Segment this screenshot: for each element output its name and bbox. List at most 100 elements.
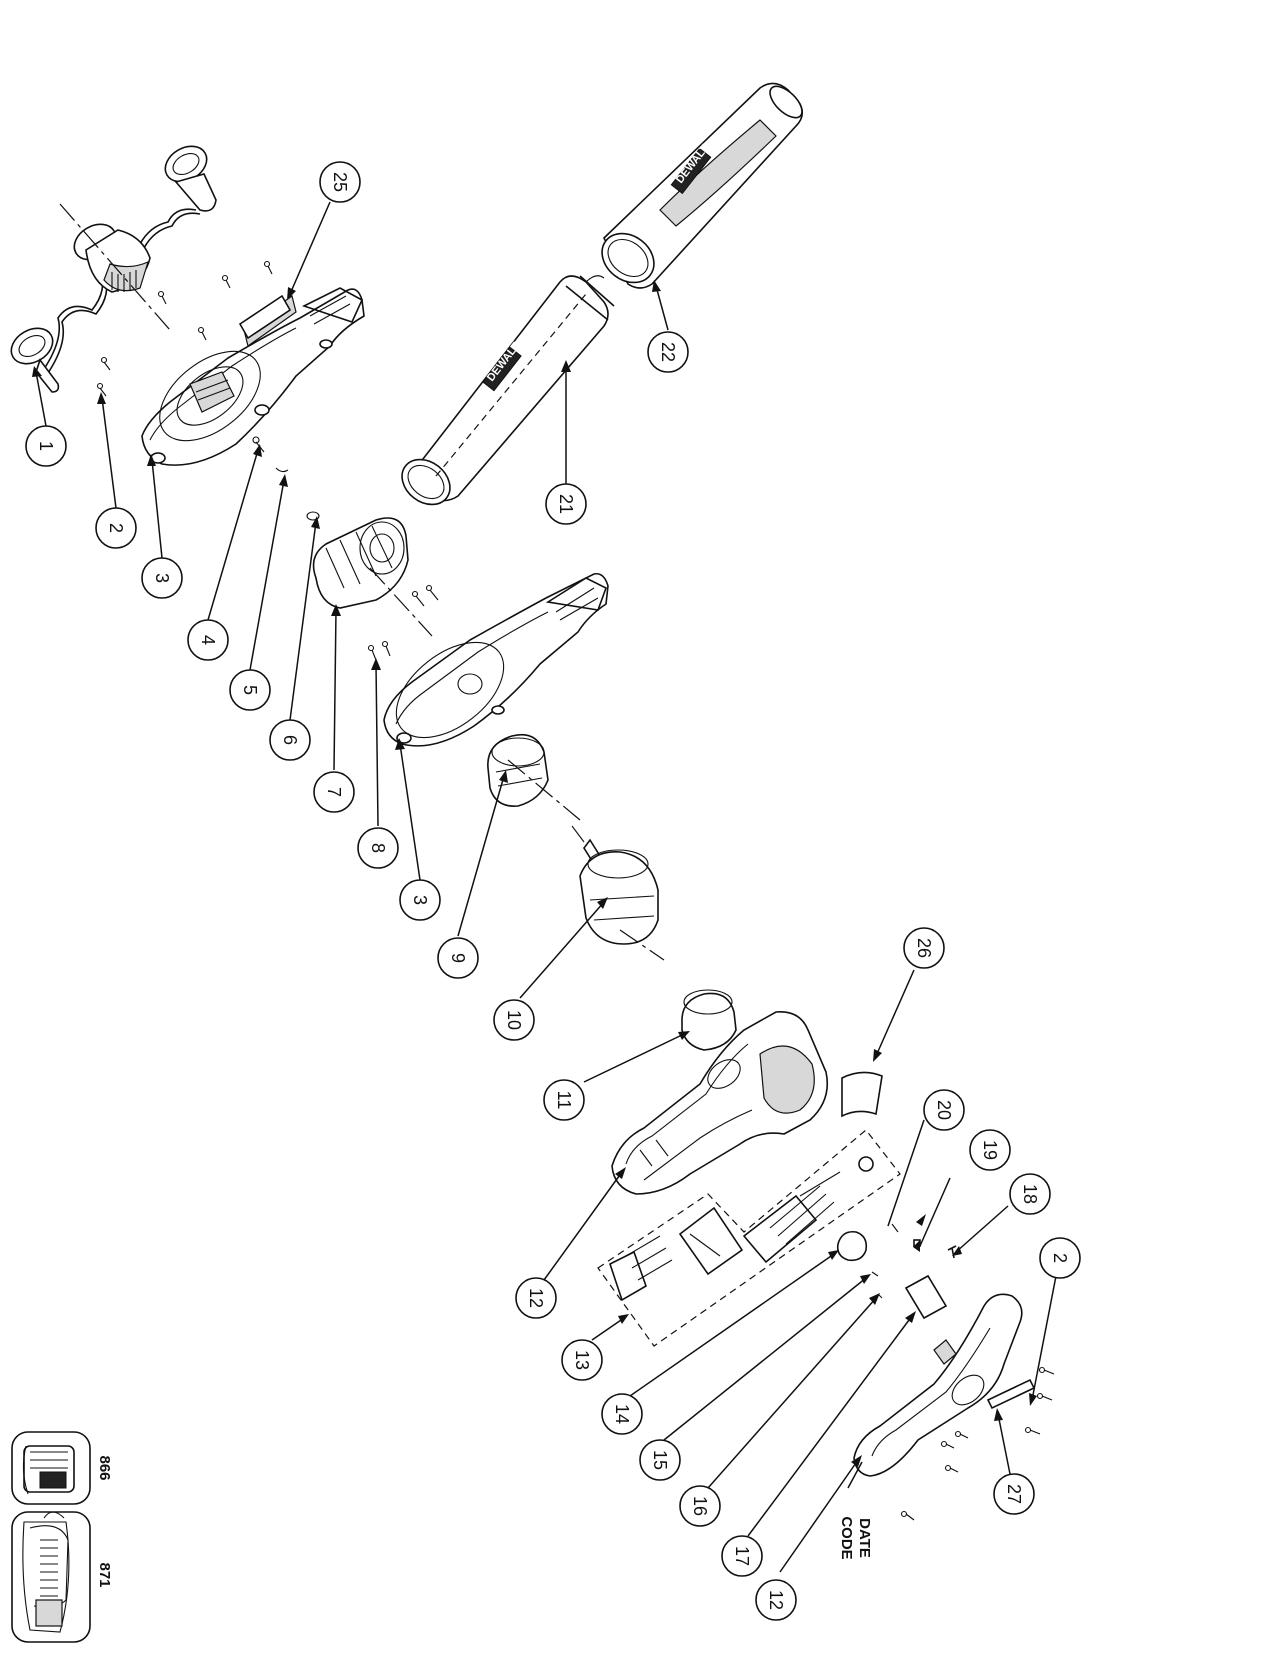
callout-number: 5 bbox=[240, 685, 260, 695]
callout-number: 8 bbox=[368, 843, 388, 853]
callout-circle bbox=[543, 1079, 585, 1121]
accessory-label: 866 bbox=[96, 1455, 113, 1480]
callout-number: 20 bbox=[934, 1100, 954, 1120]
callout-number: 17 bbox=[732, 1546, 752, 1566]
callout-circle bbox=[269, 719, 311, 761]
callout-circle bbox=[993, 1473, 1035, 1515]
callout-number: 19 bbox=[980, 1140, 1000, 1160]
callout-c8: 8 bbox=[357, 827, 399, 869]
label-25 bbox=[238, 294, 292, 340]
callout-number: 6 bbox=[280, 735, 300, 745]
callout-circle bbox=[647, 331, 689, 373]
callout-number: 21 bbox=[556, 494, 576, 514]
callout-number: 26 bbox=[914, 938, 934, 958]
callout-number: 3 bbox=[152, 573, 172, 583]
lower-housing bbox=[383, 572, 609, 747]
callout-circle bbox=[187, 619, 229, 661]
callout-c19: 19 bbox=[969, 1129, 1011, 1171]
date-code: DATE CODE bbox=[838, 1516, 873, 1559]
callout-number: 2 bbox=[1050, 1253, 1070, 1263]
callout-circle bbox=[313, 771, 355, 813]
callout-circle bbox=[601, 1393, 643, 1435]
callout-c1: 1 bbox=[25, 425, 67, 467]
callout-circle bbox=[25, 425, 67, 467]
nozzle-cap-assembly bbox=[10, 145, 217, 393]
callout-c2b: 2 bbox=[1039, 1237, 1081, 1279]
callout-circle bbox=[1039, 1237, 1081, 1279]
callout-number: 18 bbox=[1020, 1184, 1040, 1204]
callout-c12b: 12 bbox=[755, 1579, 797, 1621]
callout-number: 13 bbox=[572, 1350, 592, 1370]
callout-c20: 20 bbox=[923, 1089, 965, 1131]
switch-assembly bbox=[597, 1129, 957, 1347]
accessory-866: 866 bbox=[11, 1431, 113, 1505]
callout-c16: 16 bbox=[679, 1485, 721, 1527]
callout-c21: 21 bbox=[545, 483, 587, 525]
callout-circle bbox=[639, 1439, 681, 1481]
callout-circle bbox=[493, 999, 535, 1041]
callout-number: 7 bbox=[324, 787, 344, 797]
callout-c27: 27 bbox=[993, 1473, 1035, 1515]
callout-c26: 26 bbox=[903, 927, 945, 969]
callout-c18: 18 bbox=[1009, 1173, 1051, 1215]
handle-housing-right bbox=[611, 989, 883, 1195]
callout-number: 12 bbox=[766, 1590, 786, 1610]
date-code-line2: CODE bbox=[838, 1516, 855, 1559]
accessory-label: 871 bbox=[96, 1562, 113, 1587]
callout-circle bbox=[357, 827, 399, 869]
callout-c4: 4 bbox=[187, 619, 229, 661]
callout-circle bbox=[229, 669, 271, 711]
callout-number: 14 bbox=[612, 1404, 632, 1424]
callout-circle bbox=[437, 937, 479, 979]
callout-group: 1234567839101112131415161712181920221222… bbox=[25, 161, 1081, 1621]
callout-circle bbox=[679, 1485, 721, 1527]
accessory-871: 871 bbox=[11, 1511, 113, 1643]
fan-impeller bbox=[312, 517, 439, 661]
callout-number: 2 bbox=[106, 523, 126, 533]
callout-c13: 13 bbox=[561, 1339, 603, 1381]
callout-circle bbox=[903, 927, 945, 969]
callout-c3a: 3 bbox=[141, 557, 183, 599]
callout-number: 12 bbox=[526, 1288, 546, 1308]
callout-c9: 9 bbox=[437, 937, 479, 979]
leader-lines bbox=[32, 201, 1057, 1573]
callout-c25: 25 bbox=[319, 161, 361, 203]
motor-assembly bbox=[487, 733, 665, 961]
callout-number: 3 bbox=[410, 895, 430, 905]
callout-c15: 15 bbox=[639, 1439, 681, 1481]
callout-c2a: 2 bbox=[95, 507, 137, 549]
callout-circle bbox=[969, 1129, 1011, 1171]
callout-c22: 22 bbox=[647, 331, 689, 373]
callout-circle bbox=[399, 879, 441, 921]
callout-number: 15 bbox=[650, 1450, 670, 1470]
callout-c17: 17 bbox=[721, 1535, 763, 1577]
callout-circle bbox=[923, 1089, 965, 1131]
callout-c11: 11 bbox=[543, 1079, 585, 1121]
callout-number: 9 bbox=[448, 953, 468, 963]
callout-c12a: 12 bbox=[515, 1277, 557, 1319]
callout-circle bbox=[755, 1579, 797, 1621]
callout-number: 16 bbox=[690, 1496, 710, 1516]
callout-c3b: 3 bbox=[399, 879, 441, 921]
callout-number: 4 bbox=[198, 635, 218, 645]
callout-c6: 6 bbox=[269, 719, 311, 761]
callout-circle bbox=[561, 1339, 603, 1381]
callout-c7: 7 bbox=[313, 771, 355, 813]
callout-number: 22 bbox=[658, 342, 678, 362]
handle-housing-left bbox=[853, 1293, 1055, 1521]
callout-c10: 10 bbox=[493, 999, 535, 1041]
blower-tubes: DEWALT DEWALT bbox=[401, 82, 804, 506]
date-code-line1: DATE bbox=[856, 1518, 873, 1558]
callout-circle bbox=[721, 1535, 763, 1577]
callout-c5: 5 bbox=[229, 669, 271, 711]
callout-c14: 14 bbox=[601, 1393, 643, 1435]
callout-circle bbox=[515, 1277, 557, 1319]
callout-number: 10 bbox=[504, 1010, 524, 1030]
callout-circle bbox=[319, 161, 361, 203]
callout-circle bbox=[545, 483, 587, 525]
callout-number: 27 bbox=[1004, 1484, 1024, 1504]
callout-number: 25 bbox=[330, 172, 350, 192]
callout-circle bbox=[1009, 1173, 1051, 1215]
callout-number: 11 bbox=[554, 1091, 574, 1110]
